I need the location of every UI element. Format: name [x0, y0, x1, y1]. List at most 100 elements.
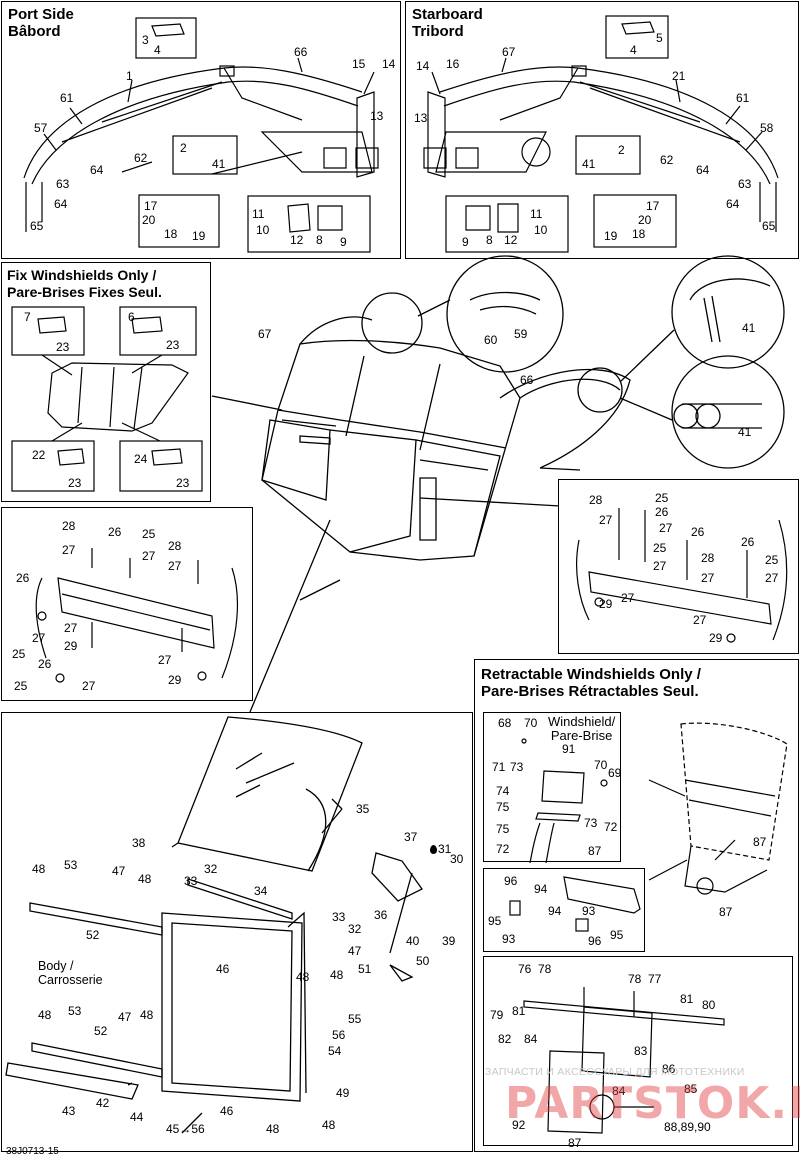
- callout: 23: [68, 476, 82, 490]
- callout: 27: [621, 591, 635, 605]
- callout: 20: [638, 213, 652, 227]
- callout: 70: [594, 758, 608, 772]
- callout: 43: [62, 1104, 76, 1118]
- callout: 18: [632, 227, 646, 241]
- retract-title: Retractable Windshields Only / Pare-Bris…: [481, 666, 701, 700]
- callout: 27: [32, 631, 46, 645]
- callout: 18: [164, 227, 178, 241]
- callout: 23: [166, 338, 180, 352]
- callout: 51: [358, 962, 372, 976]
- callout: 16: [446, 57, 460, 71]
- callout: 25: [655, 491, 669, 505]
- callout: 48: [38, 1008, 52, 1022]
- callout: 15: [352, 57, 366, 71]
- callout: 31: [430, 843, 451, 856]
- callout: 73: [510, 760, 524, 774]
- callout: 13: [370, 109, 384, 123]
- callout: 80: [702, 998, 716, 1012]
- hardware-right-drawing: [576, 508, 788, 643]
- retract-detail-c: 76 78 78 77 81 80 79 81 82 84 83 86 84 8…: [483, 956, 793, 1150]
- callout: 27: [693, 613, 707, 627]
- callout: 29: [168, 673, 182, 687]
- callout: 72: [496, 842, 510, 856]
- port-side-title: Port Side Bâbord: [8, 6, 74, 40]
- callout: 63: [738, 177, 752, 191]
- callout: 48: [296, 970, 310, 984]
- callout: 26: [741, 535, 755, 549]
- retract-detail-a-drawing: [521, 738, 608, 864]
- callout: 39: [442, 934, 456, 948]
- callout: 45→56: [166, 1122, 205, 1136]
- callout: 5: [656, 31, 663, 45]
- callout: 48: [330, 968, 344, 982]
- callout: 96: [504, 874, 518, 888]
- callout: 64: [726, 197, 740, 211]
- callout: 70: [524, 716, 538, 730]
- callout: 19: [192, 229, 206, 243]
- callout: 67: [258, 327, 272, 341]
- windshield-label: Windshield/ Pare-Brise: [548, 715, 615, 743]
- callout: 94: [534, 882, 548, 896]
- body-label-en: Body /: [38, 959, 74, 973]
- callout: 38: [132, 836, 146, 850]
- retract-detail-a: 68 70 71 73 91 70 69 74 75 75 73 72 72 8…: [483, 712, 622, 864]
- callout: 27: [82, 679, 96, 693]
- callout: 64: [696, 163, 710, 177]
- callout: 28: [62, 519, 76, 533]
- callout: 73: [584, 816, 598, 830]
- callout: 28: [168, 539, 182, 553]
- callout: 92: [512, 1118, 526, 1132]
- callout: 21: [672, 69, 686, 83]
- callout: 84: [524, 1032, 538, 1046]
- callout: 50: [416, 954, 430, 968]
- callout: 27: [62, 543, 76, 557]
- callout: 17: [646, 199, 660, 213]
- callout: 93: [502, 932, 516, 946]
- callout: 79: [490, 1008, 504, 1022]
- callout: 12: [504, 233, 518, 247]
- callout: 22: [32, 448, 46, 462]
- callout: 81: [680, 992, 694, 1006]
- hardware-left-panel: 28 26 25 27 28 27 26 27 27 25 27 29 27 2…: [1, 507, 253, 701]
- callout: 30: [450, 852, 464, 866]
- callout: 71: [492, 760, 506, 774]
- callout: 2: [180, 141, 187, 155]
- callout: 44: [130, 1110, 144, 1124]
- callout: 25: [653, 541, 667, 555]
- callout: 78: [538, 962, 552, 976]
- callout: 58: [760, 121, 774, 135]
- fix-title: Fix Windshields Only / Pare-Brises Fixes…: [7, 267, 162, 301]
- callout: 2: [618, 143, 625, 157]
- callout: 40: [406, 934, 420, 948]
- callout: 62: [134, 151, 148, 165]
- callout: 9: [462, 235, 469, 249]
- callout: 61: [736, 91, 750, 105]
- callout: 60: [484, 333, 498, 347]
- callout: 74: [496, 784, 510, 798]
- callout: 69: [608, 766, 622, 780]
- callout: 26: [655, 505, 669, 519]
- callout: 1: [126, 69, 133, 83]
- callout: 34: [254, 884, 268, 898]
- callout: 32: [348, 922, 362, 936]
- retract-detail-b-drawing: [509, 876, 641, 932]
- callout: 76: [518, 962, 532, 976]
- callout: 35: [356, 802, 370, 816]
- starboard-title-fr: Tribord: [412, 23, 464, 40]
- callout: 7: [24, 310, 31, 324]
- callout: 81: [512, 1004, 526, 1018]
- watermark-logo: PARTSTOK.RU: [505, 1078, 800, 1129]
- callout: 75: [496, 800, 510, 814]
- callout: 27: [701, 571, 715, 585]
- fix-windshields-drawing: [11, 306, 203, 492]
- callout: 37: [404, 830, 418, 844]
- callout: 4: [154, 43, 161, 57]
- windshield-label-en: Windshield/: [548, 714, 616, 729]
- callout: 48: [140, 1008, 154, 1022]
- callout: 67: [502, 45, 516, 59]
- callout: 14: [382, 57, 396, 71]
- callout: 65: [762, 219, 776, 233]
- callout: 84: [612, 1084, 626, 1098]
- callout: 56: [332, 1028, 346, 1042]
- callout: 27: [158, 653, 172, 667]
